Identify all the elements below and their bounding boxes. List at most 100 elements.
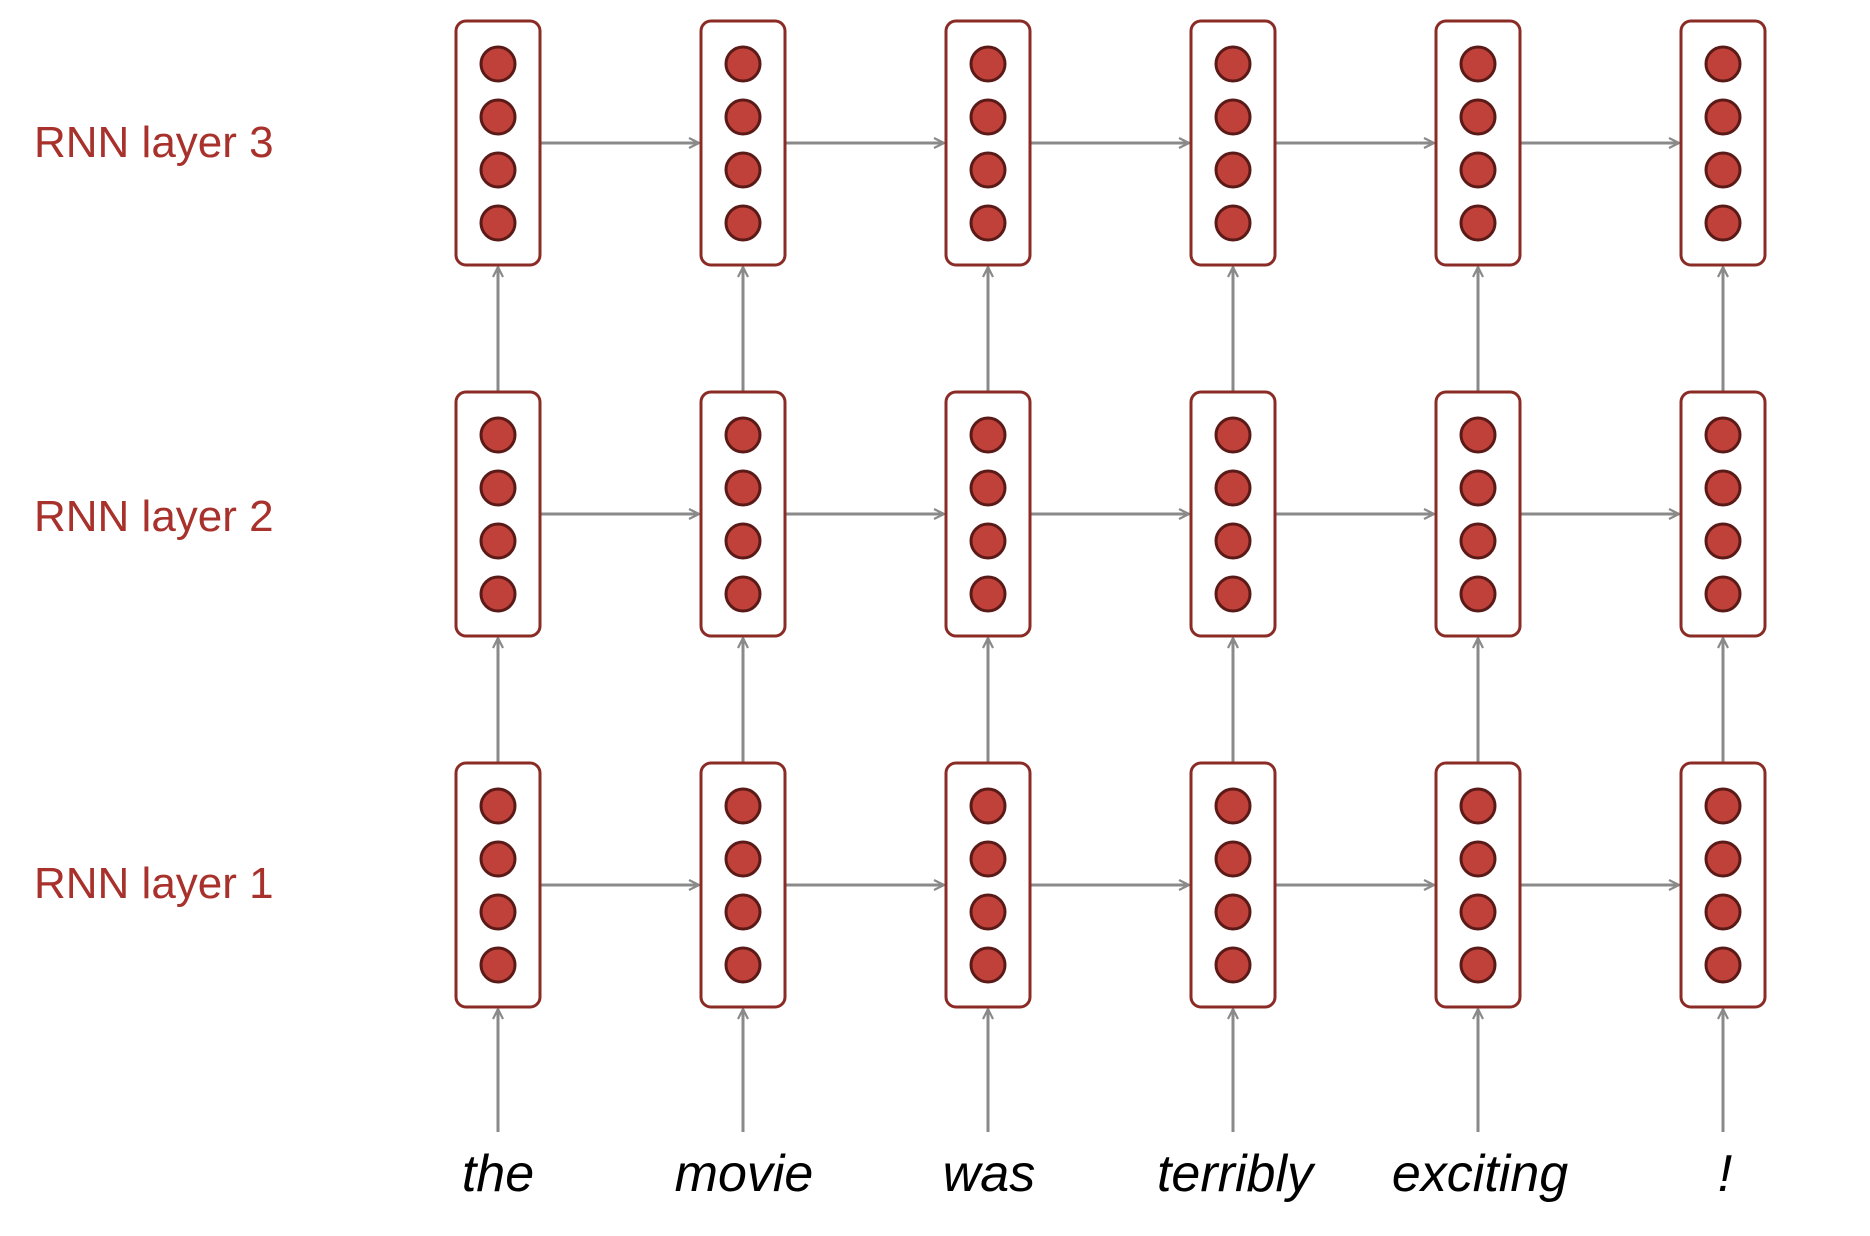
hidden-unit: [479, 522, 517, 560]
hidden-unit: [479, 469, 517, 507]
layer-label-3: RNN layer 3: [34, 118, 274, 167]
hidden-unit: [1459, 893, 1497, 931]
hidden-unit: [724, 204, 762, 242]
cell-box: [454, 390, 542, 638]
cell-box: [1189, 390, 1277, 638]
hidden-unit: [479, 787, 517, 825]
hidden-unit: [1704, 45, 1742, 83]
hidden-unit: [1459, 787, 1497, 825]
cell-box: [699, 19, 787, 267]
cells-group: [454, 19, 1767, 1009]
hidden-unit: [1459, 575, 1497, 613]
cell-box: [1434, 19, 1522, 267]
hidden-unit: [479, 416, 517, 454]
hidden-unit: [1214, 416, 1252, 454]
hidden-unit: [479, 946, 517, 984]
hidden-unit: [1214, 45, 1252, 83]
cell-box: [1434, 390, 1522, 638]
hidden-unit: [1704, 204, 1742, 242]
hidden-unit: [479, 575, 517, 613]
hidden-unit: [479, 204, 517, 242]
cell-box: [454, 19, 542, 267]
hidden-unit: [1704, 946, 1742, 984]
cell-box: [1434, 761, 1522, 1009]
hidden-unit: [1704, 840, 1742, 878]
rnn-cell-l2-t2: [699, 390, 787, 638]
hidden-unit: [479, 151, 517, 189]
rnn-cell-l1-t6: [1679, 761, 1767, 1009]
hidden-unit: [1214, 840, 1252, 878]
hidden-unit: [1704, 98, 1742, 136]
hidden-unit: [724, 840, 762, 878]
rnn-cell-l1-t3: [944, 761, 1032, 1009]
hidden-unit: [1214, 575, 1252, 613]
hidden-unit: [969, 946, 1007, 984]
rnn-cell-l3-t3: [944, 19, 1032, 267]
hidden-unit: [969, 840, 1007, 878]
hidden-unit: [1459, 98, 1497, 136]
hidden-unit: [969, 893, 1007, 931]
hidden-unit: [724, 45, 762, 83]
hidden-unit: [1214, 946, 1252, 984]
hidden-unit: [1459, 151, 1497, 189]
hidden-unit: [969, 204, 1007, 242]
cell-box: [944, 19, 1032, 267]
input-word-exciting: exciting: [1391, 1145, 1569, 1203]
rnn-cell-l2-t4: [1189, 390, 1277, 638]
hidden-unit: [1214, 893, 1252, 931]
cell-box: [944, 390, 1032, 638]
input-word-the: the: [461, 1145, 535, 1203]
rnn-cell-l2-t6: [1679, 390, 1767, 638]
hidden-unit: [1459, 45, 1497, 83]
cell-box: [699, 761, 787, 1009]
cell-box: [1679, 19, 1767, 267]
hidden-unit: [1214, 98, 1252, 136]
hidden-unit: [1214, 522, 1252, 560]
rnn-cell-l1-t5: [1434, 761, 1522, 1009]
input-word-movie: movie: [674, 1145, 814, 1203]
hidden-unit: [479, 840, 517, 878]
hidden-unit: [724, 416, 762, 454]
cell-box: [454, 761, 542, 1009]
hidden-unit: [1704, 575, 1742, 613]
layer-label-2: RNN layer 2: [34, 492, 274, 541]
input-word-was: was: [942, 1145, 1036, 1203]
hidden-unit: [1214, 787, 1252, 825]
input-word-exclamation: !: [1717, 1145, 1733, 1203]
hidden-unit: [479, 98, 517, 136]
hidden-unit: [724, 893, 762, 931]
hidden-unit: [969, 45, 1007, 83]
rnn-cell-l2-t3: [944, 390, 1032, 638]
rnn-cell-l2-t1: [454, 390, 542, 638]
rnn-cell-l3-t1: [454, 19, 542, 267]
cell-box: [944, 761, 1032, 1009]
hidden-unit: [1459, 522, 1497, 560]
hidden-unit: [1704, 522, 1742, 560]
hidden-unit: [1214, 204, 1252, 242]
arrows-group: [498, 143, 1723, 1132]
hidden-unit: [1214, 469, 1252, 507]
hidden-unit: [1459, 416, 1497, 454]
hidden-unit: [1704, 893, 1742, 931]
rnn-cell-l3-t2: [699, 19, 787, 267]
hidden-unit: [1459, 840, 1497, 878]
layer-label-1: RNN layer 1: [34, 859, 274, 908]
hidden-unit: [724, 469, 762, 507]
hidden-unit: [969, 416, 1007, 454]
hidden-unit: [724, 522, 762, 560]
hidden-unit: [969, 522, 1007, 560]
cell-box: [1679, 761, 1767, 1009]
rnn-cell-l3-t4: [1189, 19, 1277, 267]
cell-box: [1189, 761, 1277, 1009]
rnn-cell-l3-t5: [1434, 19, 1522, 267]
hidden-unit: [969, 787, 1007, 825]
hidden-unit: [479, 893, 517, 931]
cell-box: [1189, 19, 1277, 267]
hidden-unit: [724, 575, 762, 613]
hidden-unit: [724, 946, 762, 984]
hidden-unit: [479, 45, 517, 83]
hidden-unit: [969, 151, 1007, 189]
rnn-cell-l3-t6: [1679, 19, 1767, 267]
hidden-unit: [1459, 469, 1497, 507]
